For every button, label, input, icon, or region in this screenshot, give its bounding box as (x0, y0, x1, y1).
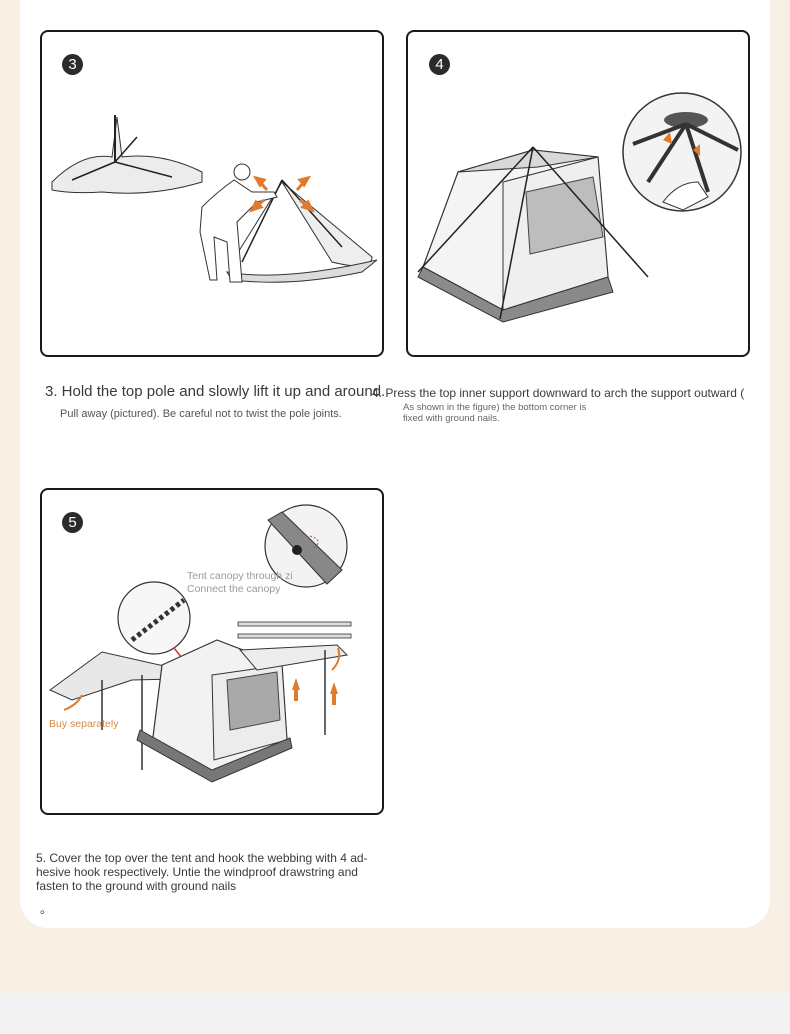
step-badge-4: 4 (429, 54, 450, 75)
instruction-card: 3 4 3. Hold the top pole and slowly lift (20, 0, 770, 928)
step-badge-5: 5 (62, 512, 83, 533)
step-5-caption-line-2: hesive hook respectively. Untie the wind… (36, 865, 358, 879)
canopy-label-line-2: Connect the canopy (187, 583, 281, 595)
step-3-illustration: 3 (40, 30, 384, 357)
bottom-strip (0, 994, 790, 1034)
step-5-drawing (49, 504, 352, 783)
step-3-caption: 3. Hold the top pole and slowly lift it … (45, 383, 386, 400)
step-badge-3: 3 (62, 54, 83, 75)
step-4-illustration: 4 (406, 30, 750, 357)
step-5-caption-line-3: fasten to the ground with ground nails (36, 879, 237, 893)
buy-separately-label: Buy separately (49, 718, 119, 730)
step-3-subcaption: Pull away (pictured). Be careful not to … (60, 408, 342, 420)
step-4-subcaption-line-1: As shown in the figure) the bottom corne… (403, 402, 587, 413)
step-5-illustration: 5 Tent canopy through zi Connect the can… (40, 488, 384, 815)
step-3-drawing (51, 115, 378, 283)
step-4-caption: 4. Press the top inner support downward … (372, 386, 745, 400)
step-5-caption-line-1: 5. Cover the top over the tent and hook … (36, 851, 368, 865)
step-4-drawing (417, 92, 742, 323)
canopy-label-line-1: Tent canopy through zi (187, 570, 293, 582)
step-5-trailing-mark: 。 (40, 902, 53, 916)
step-4-subcaption-line-2: fixed with ground nails. (403, 413, 500, 424)
